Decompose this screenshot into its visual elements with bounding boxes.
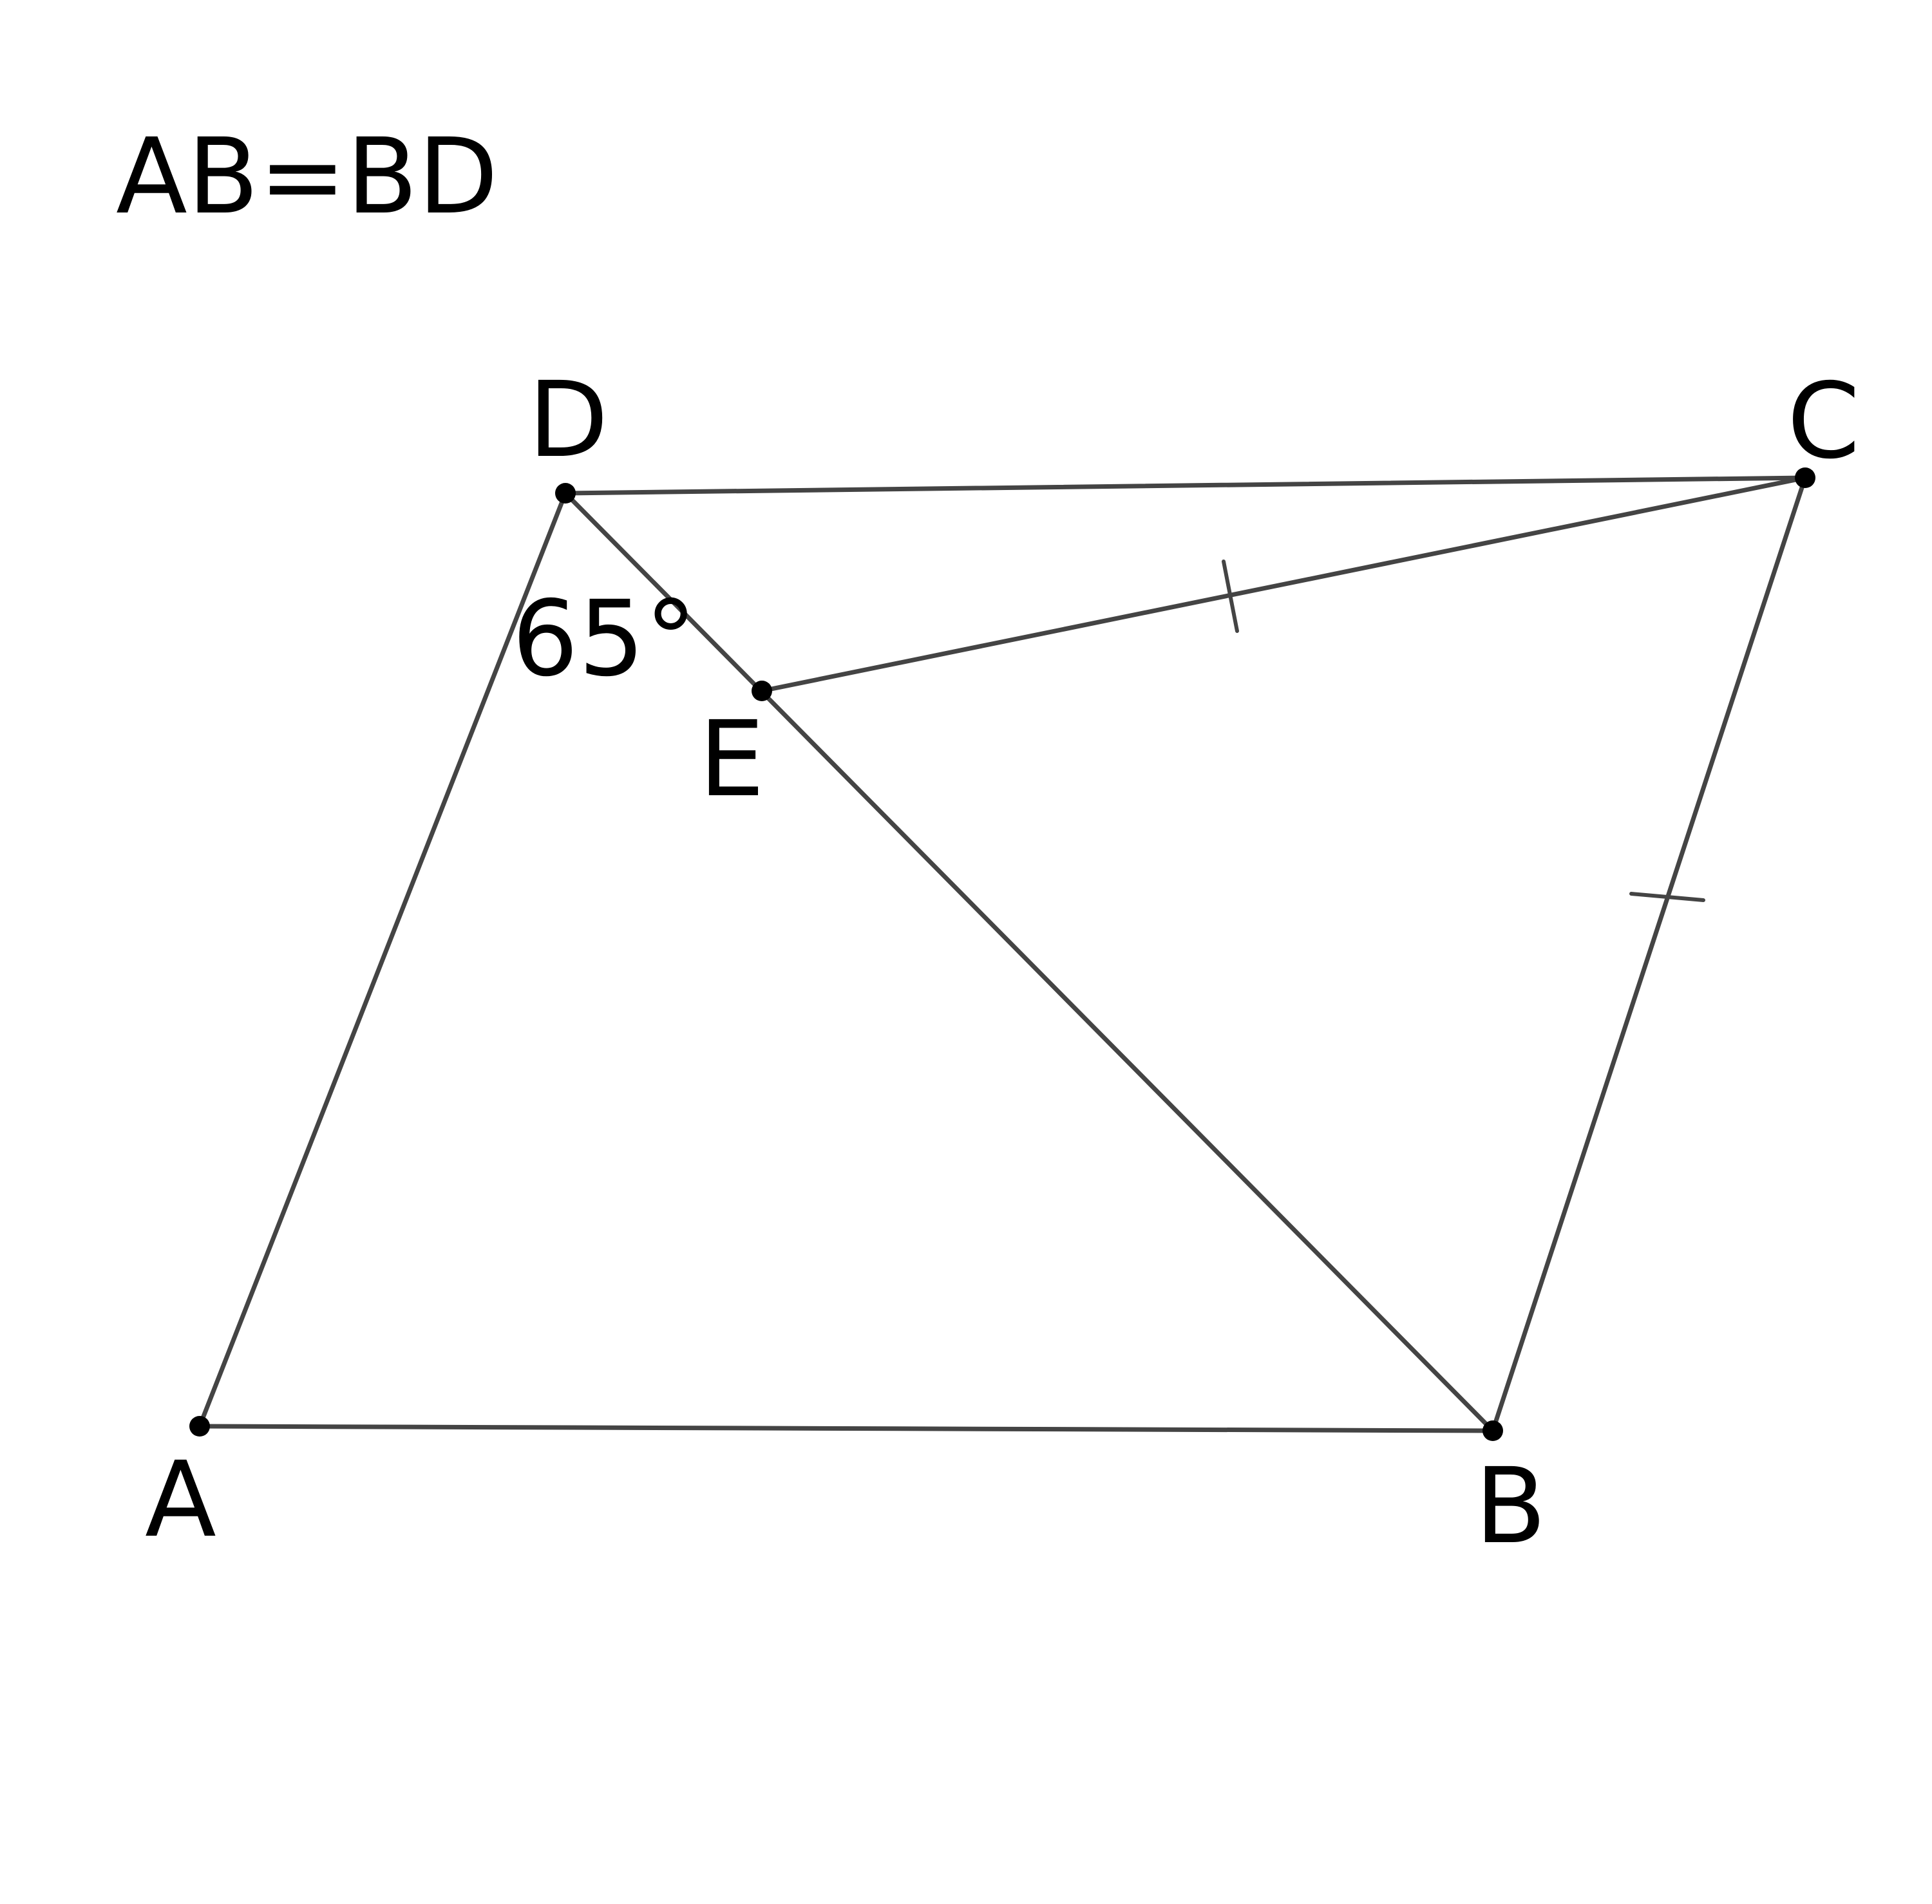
segment-bc [1490,475,1808,1433]
label-b: B [1475,1446,1546,1567]
point-b [1482,1420,1503,1441]
label-e: E [699,699,764,820]
segment-ad [197,491,568,1429]
angle-label-65: 65° [512,579,697,700]
point-d [555,483,576,504]
tick-mark-ec [1222,560,1239,633]
label-a: A [145,1440,216,1561]
point-e [752,681,772,701]
condition-text: AB=BD [116,117,498,238]
segment-db [563,491,1495,1433]
label-d: D [528,360,609,481]
point-a [189,1416,210,1437]
segment-ab [197,1424,1495,1433]
segment-ec [759,475,1808,693]
point-c [1795,467,1815,488]
tick-mark-bc [1629,892,1705,902]
segment-dc [563,475,1808,496]
label-c: C [1787,361,1860,482]
